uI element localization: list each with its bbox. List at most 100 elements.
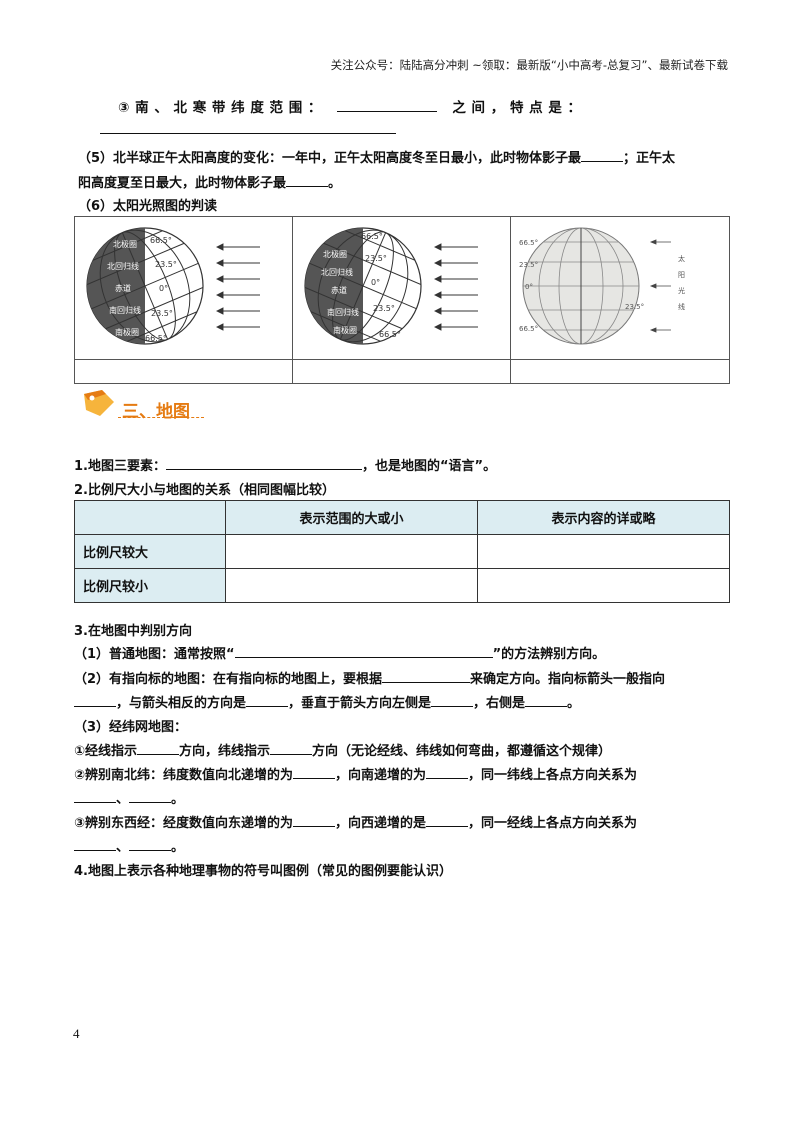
answer-line[interactable]	[100, 133, 396, 134]
text: 、	[116, 792, 130, 807]
globe3-label: 光	[678, 286, 685, 295]
answer-cell[interactable]	[510, 359, 730, 384]
answer-cell[interactable]	[74, 359, 293, 384]
globe1-label: 66.5°	[145, 334, 167, 343]
text: ”的方法辨别方向。	[492, 647, 606, 662]
direction-2a: （2）有指向标的地图：在有指向标的地图上，要根据 来确定方向。指向标箭头一般指向	[74, 668, 665, 687]
text: ，同一纬线上各点方向关系为	[468, 768, 638, 783]
globe2-label: 南极圈	[333, 325, 357, 335]
q3-cold-zone-line: ③ 南 、 北 寒 带 纬 度 范 围 ： 之 间 ， 特 点 是 ：	[118, 96, 582, 116]
table-row-label: 比例尺较大	[74, 534, 226, 569]
text: （1）普通地图：通常按照“	[74, 647, 235, 662]
q3-mid: 之 间 ， 特 点 是 ：	[452, 100, 582, 116]
blank[interactable]	[431, 693, 474, 707]
globe2-label: 0°	[371, 278, 380, 287]
blank[interactable]	[137, 741, 180, 755]
blank[interactable]	[337, 98, 438, 112]
text: 、	[116, 840, 130, 855]
blank[interactable]	[270, 741, 313, 755]
illumination-figure-table: 北极圈 66.5° 北回归线 23.5° 赤道 0° 南回归线 23.5° 南极…	[74, 216, 730, 384]
text: ，向西递增的是	[335, 816, 427, 831]
blank[interactable]	[129, 837, 172, 851]
globe2-label: 66.5°	[361, 232, 383, 241]
globe1-label: 23.5°	[155, 260, 177, 269]
globe3-label: 66.5°	[519, 325, 538, 333]
globe-cell-2: 北极圈 66.5° 北回归线 23.5° 赤道 0° 南回归线 23.5° 南极…	[292, 216, 511, 360]
globe2-label: 赤道	[331, 285, 347, 295]
direction-3-1: ①经线指示方向，纬线指示方向（无论经线、纬线如何弯曲，都遵循这个规律）	[74, 740, 611, 759]
blank[interactable]	[74, 789, 116, 803]
globe2-label: 北回归线	[321, 267, 353, 277]
globe1-label: 66.5°	[150, 236, 172, 245]
globe1-label: 南极圈	[115, 327, 139, 337]
blank[interactable]	[581, 148, 624, 162]
globe1-label: 南回归线	[109, 305, 141, 315]
text: 。	[567, 696, 581, 711]
blank[interactable]	[246, 693, 289, 707]
table-cell[interactable]	[225, 534, 478, 569]
section-tag-icon	[84, 390, 114, 416]
legend-line: 4.地图上表示各种地理事物的符号叫图例（常见的图例要能认识）	[74, 864, 452, 879]
page-header: 关注公众号：陆陆高分冲刺 ~领取：最新版“小中高考-总复习”、最新试卷下载	[330, 58, 728, 72]
text: 来确定方向。指向标箭头一般指向	[470, 672, 666, 687]
text: 。	[171, 792, 185, 807]
direction-2b: ，与箭头相反的方向是，垂直于箭头方向左侧是，右侧是。	[74, 692, 580, 711]
globe3-label: 23.5°	[625, 303, 644, 311]
globe3-label: 太	[678, 254, 685, 263]
direction-title: 3.在地图中判别方向	[74, 624, 192, 639]
item6-label: （6）太阳光照图的判读	[78, 199, 218, 214]
blank[interactable]	[165, 456, 362, 470]
table-cell[interactable]	[477, 568, 730, 603]
text: （2）有指向标的地图：在有指向标的地图上，要根据	[74, 672, 383, 687]
title-underline	[118, 417, 204, 418]
text: 。	[171, 840, 185, 855]
table-header-cell	[74, 500, 226, 535]
q3-prefix: ③ 南 、 北 寒 带 纬 度 范 围 ：	[118, 100, 322, 116]
text: 方向，纬线指示	[179, 744, 271, 759]
globe-cell-3: 66.5° 23.5° 0° 23.5° 66.5° 太 阳 光 线	[510, 216, 730, 360]
globe3-label: 线	[678, 302, 685, 311]
globe-winter-solstice-figure: 北极圈 66.5° 北回归线 23.5° 赤道 0° 南回归线 23.5° 南极…	[86, 227, 260, 345]
blank[interactable]	[293, 765, 336, 779]
scale-title: 2.比例尺大小与地图的关系（相同图幅比较）	[74, 483, 335, 498]
blank[interactable]	[293, 813, 336, 827]
answer-cell[interactable]	[292, 359, 511, 384]
globe2-label: 北极圈	[323, 249, 347, 259]
blank[interactable]	[129, 789, 172, 803]
globe-summer-solstice-figure: 北极圈 66.5° 北回归线 23.5° 赤道 0° 南回归线 23.5° 南极…	[304, 227, 478, 345]
blank[interactable]	[74, 837, 116, 851]
blank[interactable]	[426, 765, 469, 779]
table-cell[interactable]	[225, 568, 478, 603]
direction-3: （3）经纬网地图：	[74, 720, 188, 735]
text: ③辨别东西经：经度数值向东递增的为	[74, 816, 294, 831]
blank[interactable]	[382, 669, 471, 683]
section-title: 三、地图	[122, 402, 190, 422]
text: ，也是地图的“语言”。	[361, 459, 497, 474]
globe2-label: 23.5°	[365, 254, 387, 263]
blank[interactable]	[286, 173, 329, 187]
globe3-label: 阳	[678, 270, 685, 279]
table-cell[interactable]	[477, 534, 730, 569]
blank[interactable]	[525, 693, 568, 707]
globe-equinox-figure: 66.5° 23.5° 0° 23.5° 66.5° 太 阳 光 线	[519, 227, 685, 345]
table-header-cell: 表示内容的详或略	[477, 500, 730, 535]
item5-text: 阳高度夏至日最大，此时物体影子最	[78, 176, 287, 191]
direction-3-2b: 、。	[74, 788, 184, 807]
globe2-label: 南回归线	[327, 307, 359, 317]
table-header-cell: 表示范围的大或小	[225, 500, 478, 535]
blank[interactable]	[426, 813, 469, 827]
globe1-label: 赤道	[115, 283, 131, 293]
map-elements-line: 1.地图三要素： ，也是地图的“语言”。	[74, 455, 496, 474]
text: ②辨别南北纬：纬度数值向北递增的为	[74, 768, 294, 783]
globe3-label: 23.5°	[519, 261, 538, 269]
text: 1.地图三要素：	[74, 459, 166, 474]
globe2-label: 66.5°	[379, 330, 401, 339]
blank[interactable]	[74, 693, 116, 707]
text: ①经线指示	[74, 744, 138, 759]
globe1-label: 北极圈	[113, 239, 137, 249]
item5-text: （5）北半球正午太阳高度的变化：一年中，正午太阳高度冬至日最小，此时物体影子最	[78, 151, 582, 166]
globe1-label: 23.5°	[151, 309, 173, 318]
blank[interactable]	[234, 644, 493, 658]
direction-1: （1）普通地图：通常按照“ ”的方法辨别方向。	[74, 643, 605, 662]
text: ，垂直于箭头方向左侧是	[288, 696, 432, 711]
